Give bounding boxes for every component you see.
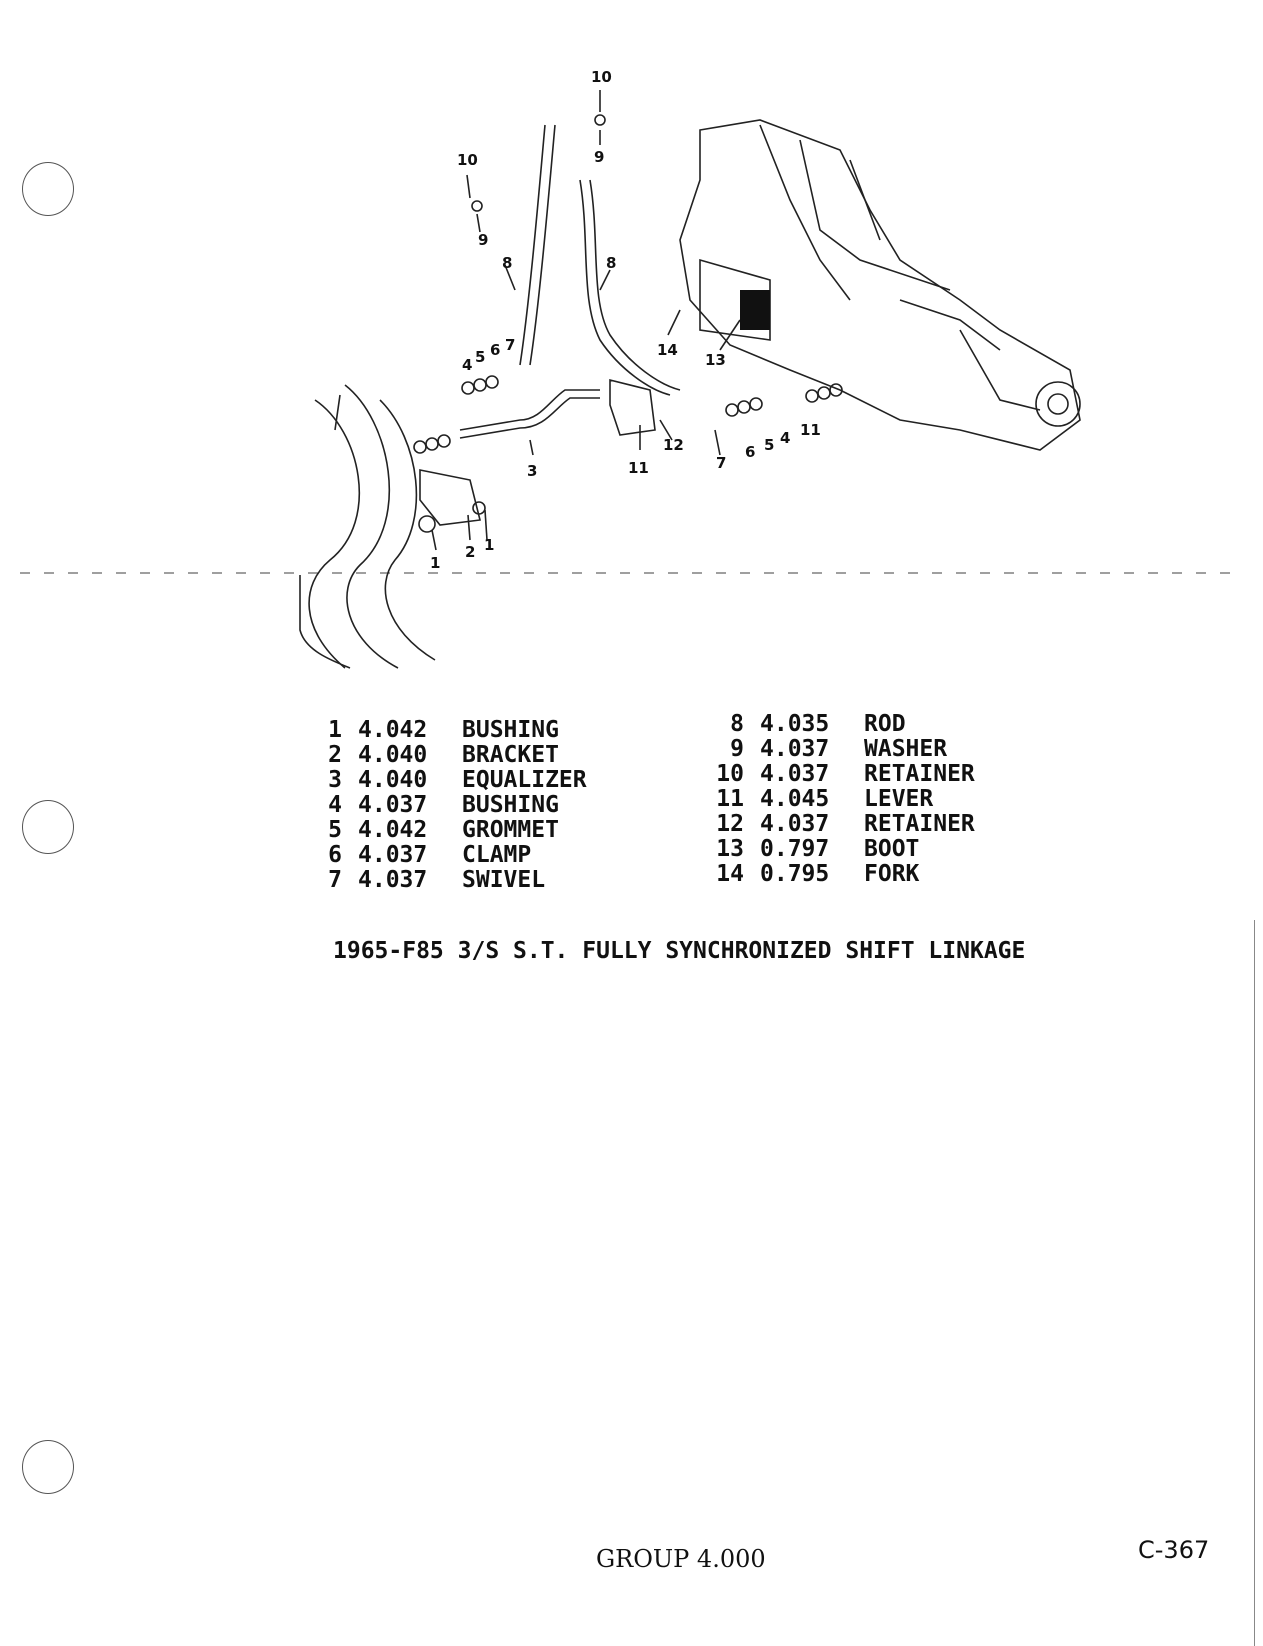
- legend-code: 4.045: [760, 786, 830, 812]
- legend-num: 4: [328, 792, 342, 818]
- callout-9-left: 9: [478, 231, 488, 249]
- page-number: C-367: [1138, 1536, 1210, 1564]
- callout-11-right: 11: [800, 421, 821, 439]
- legend-row: 13 0.797 BOOT: [700, 837, 975, 862]
- legend-name: BRACKET: [462, 742, 559, 768]
- legend-num: 10: [716, 761, 744, 787]
- legend-row: 3 4.040 EQUALIZER: [298, 767, 587, 793]
- legend-num: 12: [716, 811, 744, 837]
- legend-code: 4.042: [358, 817, 428, 843]
- callout-10-left: 10: [457, 151, 478, 169]
- legend-name: GROMMET: [462, 817, 559, 843]
- legend-name: LEVER: [864, 786, 934, 812]
- callout-13: 13: [705, 351, 726, 369]
- legend-num: 14: [716, 861, 744, 887]
- binder-hole-middle: [22, 800, 74, 854]
- legend-row: 10 4.037 RETAINER: [700, 761, 975, 787]
- legend-name: EQUALIZER: [462, 767, 587, 793]
- legend-num: 13: [716, 836, 744, 862]
- figure-caption: 1965-F85 3/S S.T. FULLY SYNCHRONIZED SHI…: [333, 938, 1026, 964]
- callout-12: 12: [663, 436, 684, 454]
- legend-row: 5 4.042 GROMMET: [298, 818, 587, 843]
- callout-10-top: 10: [591, 68, 612, 86]
- legend-num: 5: [328, 817, 342, 843]
- legend-code: 4.040: [358, 742, 428, 768]
- legend-num: 9: [730, 736, 744, 762]
- callout-5-lower: 5: [764, 436, 774, 454]
- binder-hole-bottom: [22, 1440, 74, 1494]
- callout-7-upper: 7: [505, 336, 515, 354]
- legend-code: 4.037: [358, 792, 428, 818]
- legend-code: 4.035: [760, 711, 830, 737]
- legend-name: SWIVEL: [462, 867, 546, 893]
- legend-code: 0.795: [760, 861, 830, 887]
- legend-row: 9 4.037 WASHER: [700, 737, 975, 762]
- binder-hole-top: [22, 162, 74, 216]
- callout-8-right: 8: [606, 254, 616, 272]
- legend-name: WASHER: [864, 736, 948, 762]
- callout-4-lower: 4: [780, 429, 790, 447]
- legend-name: CLAMP: [462, 842, 532, 868]
- callout-4-upper: 4: [462, 356, 472, 374]
- legend-name: ROD: [864, 711, 906, 737]
- callout-8-left: 8: [502, 254, 512, 272]
- legend-row: 14 0.795 FORK: [700, 862, 975, 887]
- group-number: GROUP 4.000: [596, 1545, 766, 1573]
- legend-row: 8 4.035 ROD: [700, 712, 975, 737]
- legend-code: 4.037: [760, 811, 830, 837]
- legend-code: 0.797: [760, 836, 830, 862]
- legend-name: FORK: [864, 861, 920, 887]
- legend-num: 1: [328, 717, 342, 743]
- fold-line: [20, 572, 1240, 574]
- legend-row: 6 4.037 CLAMP: [298, 843, 587, 868]
- callout-6-upper: 6: [490, 341, 500, 359]
- legend-name: BUSHING: [462, 792, 559, 818]
- callout-1-left: 1: [430, 554, 440, 572]
- legend-name: RETAINER: [864, 811, 975, 837]
- callout-11-left: 11: [628, 459, 649, 477]
- callout-6-lower: 6: [745, 443, 755, 461]
- callout-2: 2: [465, 543, 475, 561]
- legend-row: 11 4.045 LEVER: [700, 787, 975, 812]
- legend-num: 2: [328, 742, 342, 768]
- legend-code: 4.037: [358, 867, 428, 893]
- callout-7-lower: 7: [716, 454, 726, 472]
- legend-num: 7: [328, 867, 342, 893]
- legend-code: 4.037: [760, 736, 830, 762]
- callout-14: 14: [657, 341, 678, 359]
- shift-linkage-illustration: 10 9 10 9 8 8 4 5 6 7 14 13 3 11 12 7 6 …: [299, 68, 1081, 669]
- legend-code: 4.037: [358, 842, 428, 868]
- legend-code: 4.042: [358, 717, 428, 743]
- callout-3: 3: [527, 462, 537, 480]
- legend-row: 12 4.037 RETAINER: [700, 811, 975, 837]
- callout-5-upper: 5: [475, 348, 485, 366]
- callout-9-top: 9: [594, 148, 604, 166]
- legend-row: 7 4.037 SWIVEL: [298, 868, 587, 893]
- legend-num: 11: [716, 786, 744, 812]
- legend-num: 3: [328, 767, 342, 793]
- callout-1-right: 1: [484, 536, 494, 554]
- legend-name: RETAINER: [864, 761, 975, 787]
- legend-name: BUSHING: [462, 717, 559, 743]
- legend-row: 2 4.040 BRACKET: [298, 743, 587, 768]
- legend-row: 4 4.037 BUSHING: [298, 793, 587, 818]
- legend-code: 4.037: [760, 761, 830, 787]
- legend-row: 1 4.042 BUSHING: [298, 718, 587, 743]
- page-edge-line: [1254, 920, 1255, 1646]
- legend-num: 6: [328, 842, 342, 868]
- legend-num: 8: [730, 711, 744, 737]
- legend-name: BOOT: [864, 836, 920, 862]
- legend-code: 4.040: [358, 767, 428, 793]
